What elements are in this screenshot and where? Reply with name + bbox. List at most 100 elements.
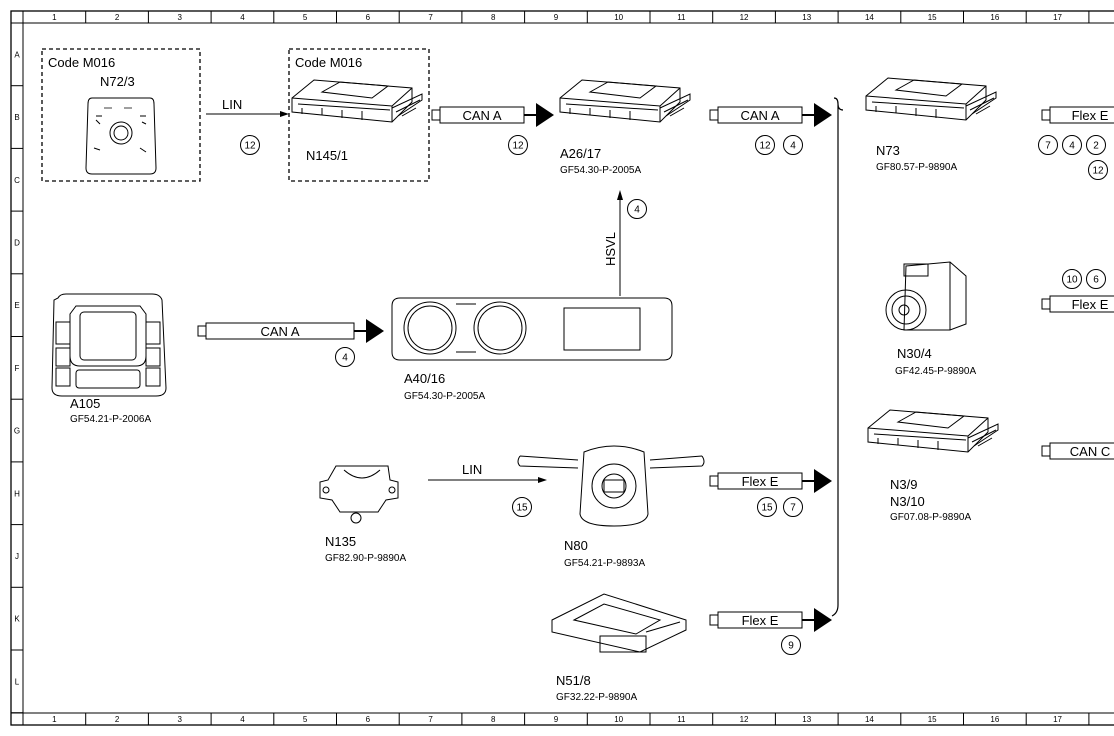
circled-number: 6 — [1086, 269, 1106, 289]
a26-17-label: A26/17 — [560, 146, 601, 161]
ruler-column-label: 11 — [677, 13, 686, 22]
can-a-connector-1-label: CAN A — [462, 108, 501, 123]
a40-16-label: A40/16 — [404, 371, 445, 386]
ruler-column-label-bottom: 10 — [614, 715, 623, 724]
ruler-column-label-bottom: 1 — [52, 715, 57, 724]
code-m016-box-left — [41, 48, 201, 182]
flex-e-connector-n80: Flex E — [709, 469, 832, 493]
n135-label: N135 — [325, 534, 356, 549]
ruler-column-label: 4 — [240, 13, 245, 22]
circled-number: 12 — [755, 135, 775, 155]
ruler-column-label: 13 — [802, 13, 811, 22]
svg-text:15: 15 — [761, 503, 773, 514]
ruler-column-label-bottom: 2 — [115, 715, 120, 724]
n51-8-ref: GF32.22-P-9890A — [556, 692, 637, 703]
svg-text:2: 2 — [1093, 141, 1099, 152]
ruler-column-label: 1 — [52, 13, 57, 22]
circled-number: 15 — [512, 497, 532, 517]
ruler-column-label: 8 — [491, 13, 496, 22]
ruler-row-label: F — [15, 364, 20, 373]
n30-4-label: N30/4 — [897, 346, 932, 361]
circled-number: 4 — [783, 135, 803, 155]
ruler-column-label-bottom: 6 — [366, 715, 371, 724]
a105-label: A105 — [70, 396, 100, 411]
n72-3-label: N72/3 — [100, 74, 135, 89]
ruler-column-label: 15 — [928, 13, 937, 22]
flex-e-connector-right-top: Flex E — [1041, 106, 1114, 124]
n135-ref: GF82.90-P-9890A — [325, 553, 406, 564]
ruler-column-label-bottom: 17 — [1053, 715, 1062, 724]
circled-number: 15 — [757, 497, 777, 517]
n3-9-ref: GF07.08-P-9890A — [890, 512, 971, 523]
ruler-column-label-bottom: 7 — [428, 715, 433, 724]
n73-label: N73 — [876, 143, 900, 158]
svg-text:4: 4 — [634, 205, 640, 216]
circled-number: 10 — [1062, 269, 1082, 289]
flex-e-connector-right-mid: Flex E — [1041, 295, 1114, 313]
ruler-row-label: L — [15, 677, 20, 686]
a40-16-ref: GF54.30-P-2005A — [404, 391, 485, 402]
a26-17-ref: GF54.30-P-2005A — [560, 165, 641, 176]
flex-e-connector-right-mid-label: Flex E — [1072, 297, 1109, 312]
n72-3-switch-icon — [85, 97, 157, 175]
ruler-column-label-bottom: 3 — [178, 715, 183, 724]
code-m016-label-right: Code M016 — [295, 55, 362, 70]
circled-number: 4 — [335, 347, 355, 367]
svg-text:7: 7 — [1045, 141, 1051, 152]
ruler-column-label: 17 — [1053, 13, 1062, 22]
lin-mid-arrowhead — [538, 477, 547, 483]
ruler-column-label-bottom: 4 — [240, 715, 245, 724]
code-m016-box-right — [288, 48, 430, 182]
svg-text:12: 12 — [1092, 166, 1104, 177]
n3-9-control-unit-icon — [867, 409, 999, 453]
svg-text:4: 4 — [342, 353, 348, 364]
n51-8-label: N51/8 — [556, 673, 591, 688]
n145-1-label: N145/1 — [306, 148, 348, 163]
circled-number: 12 — [1088, 160, 1108, 180]
n145-1-control-unit-icon — [291, 79, 423, 123]
ruler-row-label: E — [14, 301, 19, 310]
can-a-connector-2-label: CAN A — [740, 108, 779, 123]
n30-4-ref: GF42.45-P-9890A — [895, 366, 976, 377]
n51-8-control-unit-icon — [551, 593, 687, 653]
ruler-row-label: B — [14, 113, 19, 122]
ruler-column-label-bottom: 16 — [990, 715, 999, 724]
flex-e-connector-n51-label: Flex E — [742, 613, 779, 628]
n3-9-label: N3/9 — [890, 477, 917, 492]
n73-ref: GF80.57-P-9890A — [876, 162, 957, 173]
can-a-connector-1: CAN A — [431, 103, 554, 127]
ruler-column-label-bottom: 14 — [865, 715, 874, 724]
svg-text:10: 10 — [1066, 275, 1078, 286]
ruler-column-label-bottom: 12 — [740, 715, 749, 724]
n80-label: N80 — [564, 538, 588, 553]
svg-text:9: 9 — [788, 641, 794, 652]
bus-bracket — [831, 97, 844, 617]
a105-control-unit-icon — [51, 293, 167, 397]
ruler-column-label: 5 — [303, 13, 308, 22]
circled-number: 7 — [1038, 135, 1058, 155]
can-c-connector-right-label: CAN C — [1070, 444, 1110, 459]
code-m016-label-left: Code M016 — [48, 55, 115, 70]
svg-text:12: 12 — [759, 141, 771, 152]
ruler-row-label: H — [14, 489, 20, 498]
flex-e-connector-n80-label: Flex E — [742, 474, 779, 489]
lin-top-label: LIN — [222, 97, 242, 112]
svg-text:15: 15 — [516, 503, 528, 514]
ruler-column-label: 16 — [990, 13, 999, 22]
can-a-connector-3-label: CAN A — [260, 324, 299, 339]
circled-number: 4 — [627, 199, 647, 219]
ruler-row-label: K — [14, 615, 20, 624]
svg-text:4: 4 — [1069, 141, 1075, 152]
svg-text:7: 7 — [790, 503, 796, 514]
flex-e-connector-right-top-label: Flex E — [1072, 108, 1109, 123]
ruler-column-label: 10 — [614, 13, 623, 22]
hsvl-label: HSVL — [603, 232, 618, 266]
n80-ref: GF54.21-P-9893A — [564, 558, 645, 569]
n135-bracket-sensor-icon — [319, 465, 399, 524]
ruler-column-label-bottom: 11 — [677, 715, 686, 724]
ruler-column-label: 6 — [366, 13, 371, 22]
ruler-row-label: D — [14, 238, 20, 247]
n3-10-label: N3/10 — [890, 494, 925, 509]
svg-text:6: 6 — [1093, 275, 1099, 286]
